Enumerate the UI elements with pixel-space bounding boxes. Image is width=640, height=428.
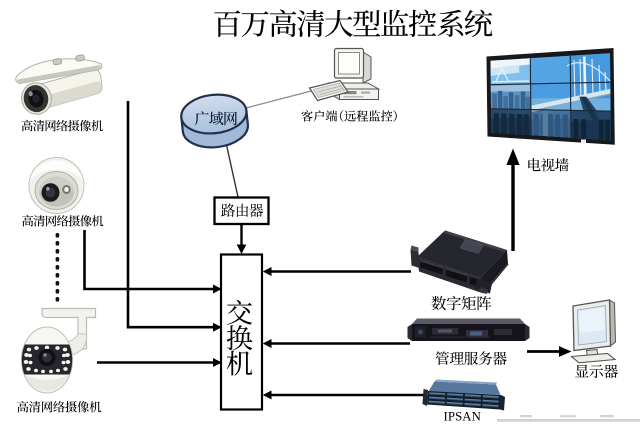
svg-text:IPSAN: IPSAN — [444, 410, 481, 423]
